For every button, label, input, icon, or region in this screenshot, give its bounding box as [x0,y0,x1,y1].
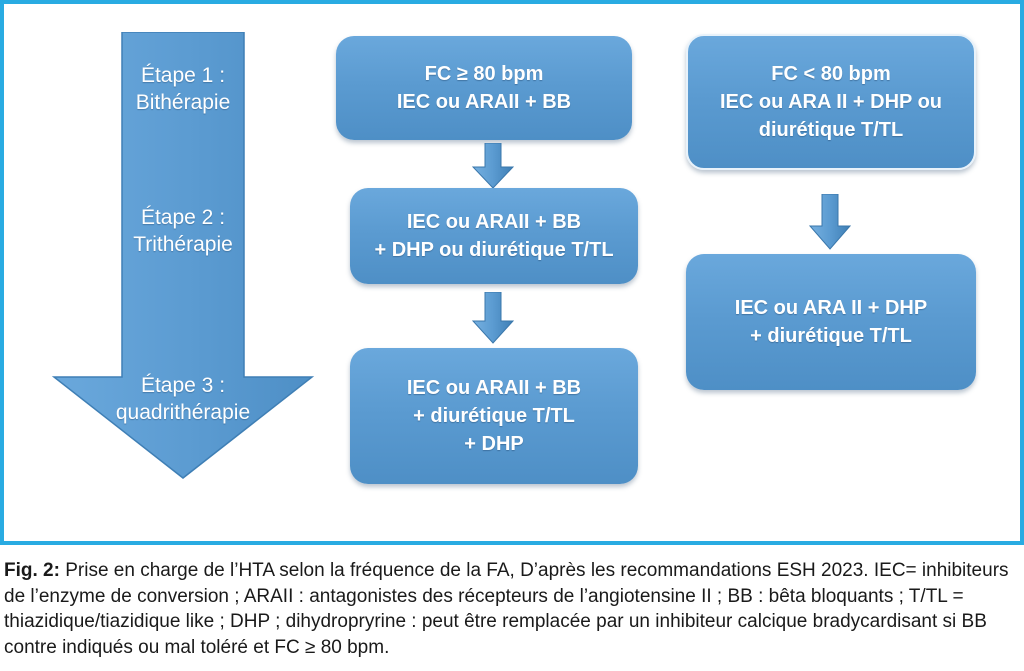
connector-arrow-fc-high-to-tri-left [472,143,514,189]
figure-caption: Fig. 2: Prise en charge de l’HTA selon l… [0,558,1024,660]
box-quad-left: IEC ou ARAII + BB + diurétique T/TL + DH… [350,348,638,484]
figure-caption-text: Prise en charge de l’HTA selon la fréque… [4,560,1009,658]
box-tri-right: IEC ou ARA II + DHP + diurétique T/TL [686,254,976,390]
figure-caption-label: Fig. 2: [4,560,60,581]
box-fc-high-text: FC ≥ 80 bpm IEC ou ARAII + BB [396,63,572,113]
stage-label-etape-3: Étape 3 : quadrithérapie [115,374,251,424]
box-tri-left-text: IEC ou ARAII + BB + DHP ou diurétique T/… [374,211,614,261]
box-quad-left-text: IEC ou ARAII + BB + diurétique T/TL + DH… [406,377,582,455]
figure-frame: Étape 1 : Bithérapie Étape 2 : Trithérap… [0,0,1024,545]
stage-arrow-shape [51,32,315,479]
connector-arrow-fc-low-to-tri-right [809,194,851,250]
box-tri-right-text: IEC ou ARA II + DHP + diurétique T/TL [734,297,928,347]
stage-progression-arrow: Étape 1 : Bithérapie Étape 2 : Trithérap… [44,32,322,480]
stage-label-etape-1: Étape 1 : Bithérapie [135,64,231,114]
connector-arrow-tri-left-to-quad-left [472,292,514,344]
box-fc-high: FC ≥ 80 bpm IEC ou ARAII + BB [336,36,632,140]
stage-label-etape-2: Étape 2 : Trithérapie [133,206,233,256]
diagram-canvas: Étape 1 : Bithérapie Étape 2 : Trithérap… [4,4,1020,541]
box-fc-low-text: FC < 80 bpm IEC ou ARA II + DHP ou diuré… [719,63,943,141]
box-tri-left: IEC ou ARAII + BB + DHP ou diurétique T/… [350,188,638,284]
box-fc-low: FC < 80 bpm IEC ou ARA II + DHP ou diuré… [686,34,976,170]
